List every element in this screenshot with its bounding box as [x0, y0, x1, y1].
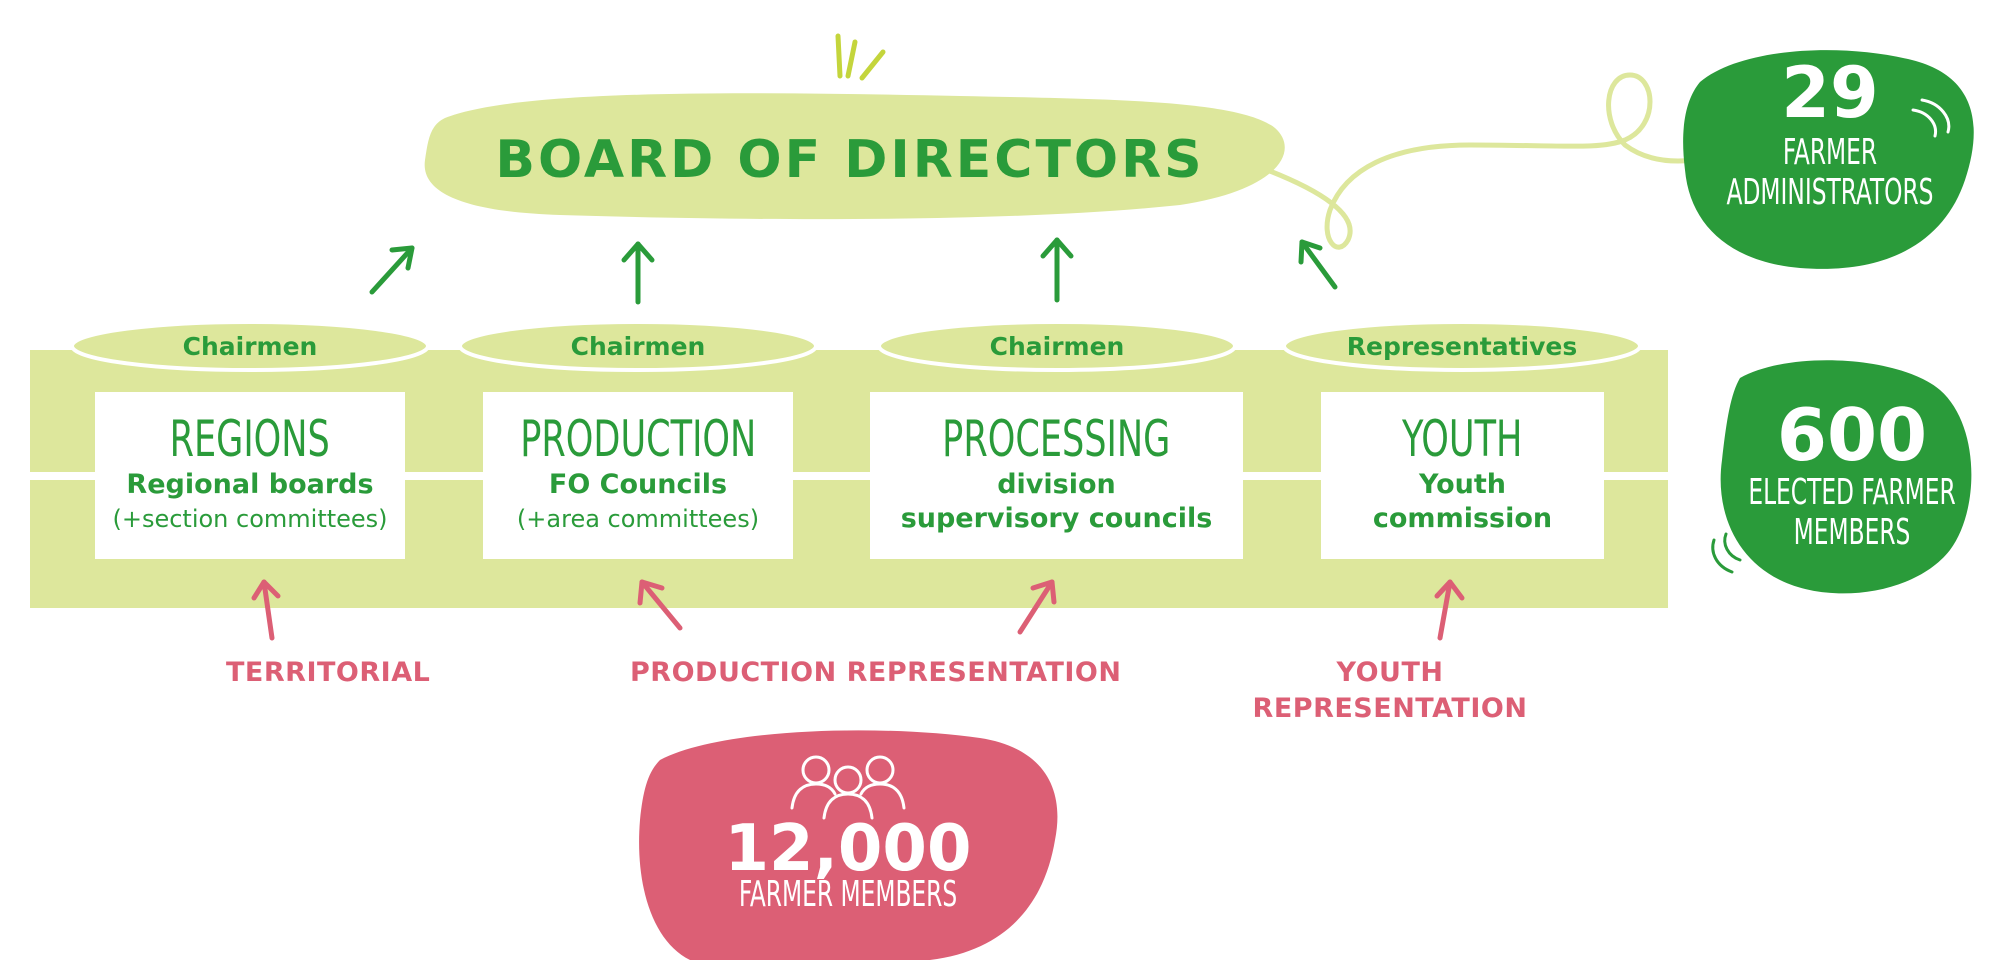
label-production-representation: PRODUCTION REPRESENTATION — [630, 657, 1122, 688]
spark-marks — [835, 33, 886, 81]
pill-shapes — [70, 320, 1642, 372]
box-regions-subtitle: Regional boards — [126, 469, 374, 500]
label-youth-representation-line2: REPRESENTATION — [1252, 693, 1528, 724]
label-territorial: TERRITORIAL — [226, 657, 431, 688]
pill-label-youth: Representatives — [1346, 331, 1578, 361]
box-regions-note: (+section committees) — [112, 505, 388, 533]
box-processing-title: PROCESSING — [942, 410, 1171, 468]
box-production-title: PRODUCTION — [519, 410, 756, 468]
box-youth-title: YOUTH — [1402, 410, 1523, 468]
box-processing: PROCESSING division supervisory councils — [870, 392, 1243, 559]
bubble-elected-marks — [1711, 532, 1742, 574]
members-number: 12,000 — [724, 812, 972, 886]
board-of-directors-title: BOARD OF DIRECTORS — [495, 130, 1205, 190]
box-processing-line2: supervisory councils — [900, 503, 1213, 534]
bubble-elected — [1720, 360, 1972, 594]
pink-arrows — [251, 579, 1465, 641]
box-production: PRODUCTION FO Councils (+area committees… — [483, 392, 793, 559]
people-group-icon — [790, 755, 906, 820]
elected-number: 600 — [1776, 393, 1928, 477]
box-production-subtitle: FO Councils — [548, 469, 728, 500]
bubble-members — [639, 730, 1058, 960]
band-divider — [30, 472, 1668, 480]
pill-label-production: Chairmen — [570, 331, 706, 361]
administrators-caption-line1: FARMER — [1782, 132, 1878, 173]
elected-caption-line2: MEMBERS — [1793, 512, 1911, 553]
members-caption: FARMER MEMBERS — [738, 874, 958, 915]
administrators-caption-line2: ADMINISTRATORS — [1726, 172, 1934, 213]
administrators-number: 29 — [1781, 52, 1879, 134]
box-youth: YOUTH Youth commission — [1321, 392, 1604, 559]
pill-label-processing: Chairmen — [989, 331, 1125, 361]
box-regions: REGIONS Regional boards (+section commit… — [95, 392, 405, 559]
box-processing-line1: division — [997, 469, 1116, 500]
label-youth-representation-line1: YOUTH — [1336, 657, 1444, 688]
box-production-note: (+area committees) — [516, 505, 760, 533]
pill-label-regions: Chairmen — [182, 331, 318, 361]
box-youth-line1: Youth — [1419, 469, 1506, 500]
board-blob — [424, 93, 1285, 220]
box-regions-title: REGIONS — [169, 410, 331, 468]
elected-caption-line1: ELECTED FARMER — [1748, 472, 1956, 513]
green-arrows — [369, 237, 1338, 305]
bubble-administrators-marks — [1911, 98, 1951, 138]
squiggle-connector — [1259, 72, 1698, 250]
bubble-administrators — [1683, 50, 1974, 269]
box-youth-line2: commission — [1372, 503, 1553, 534]
